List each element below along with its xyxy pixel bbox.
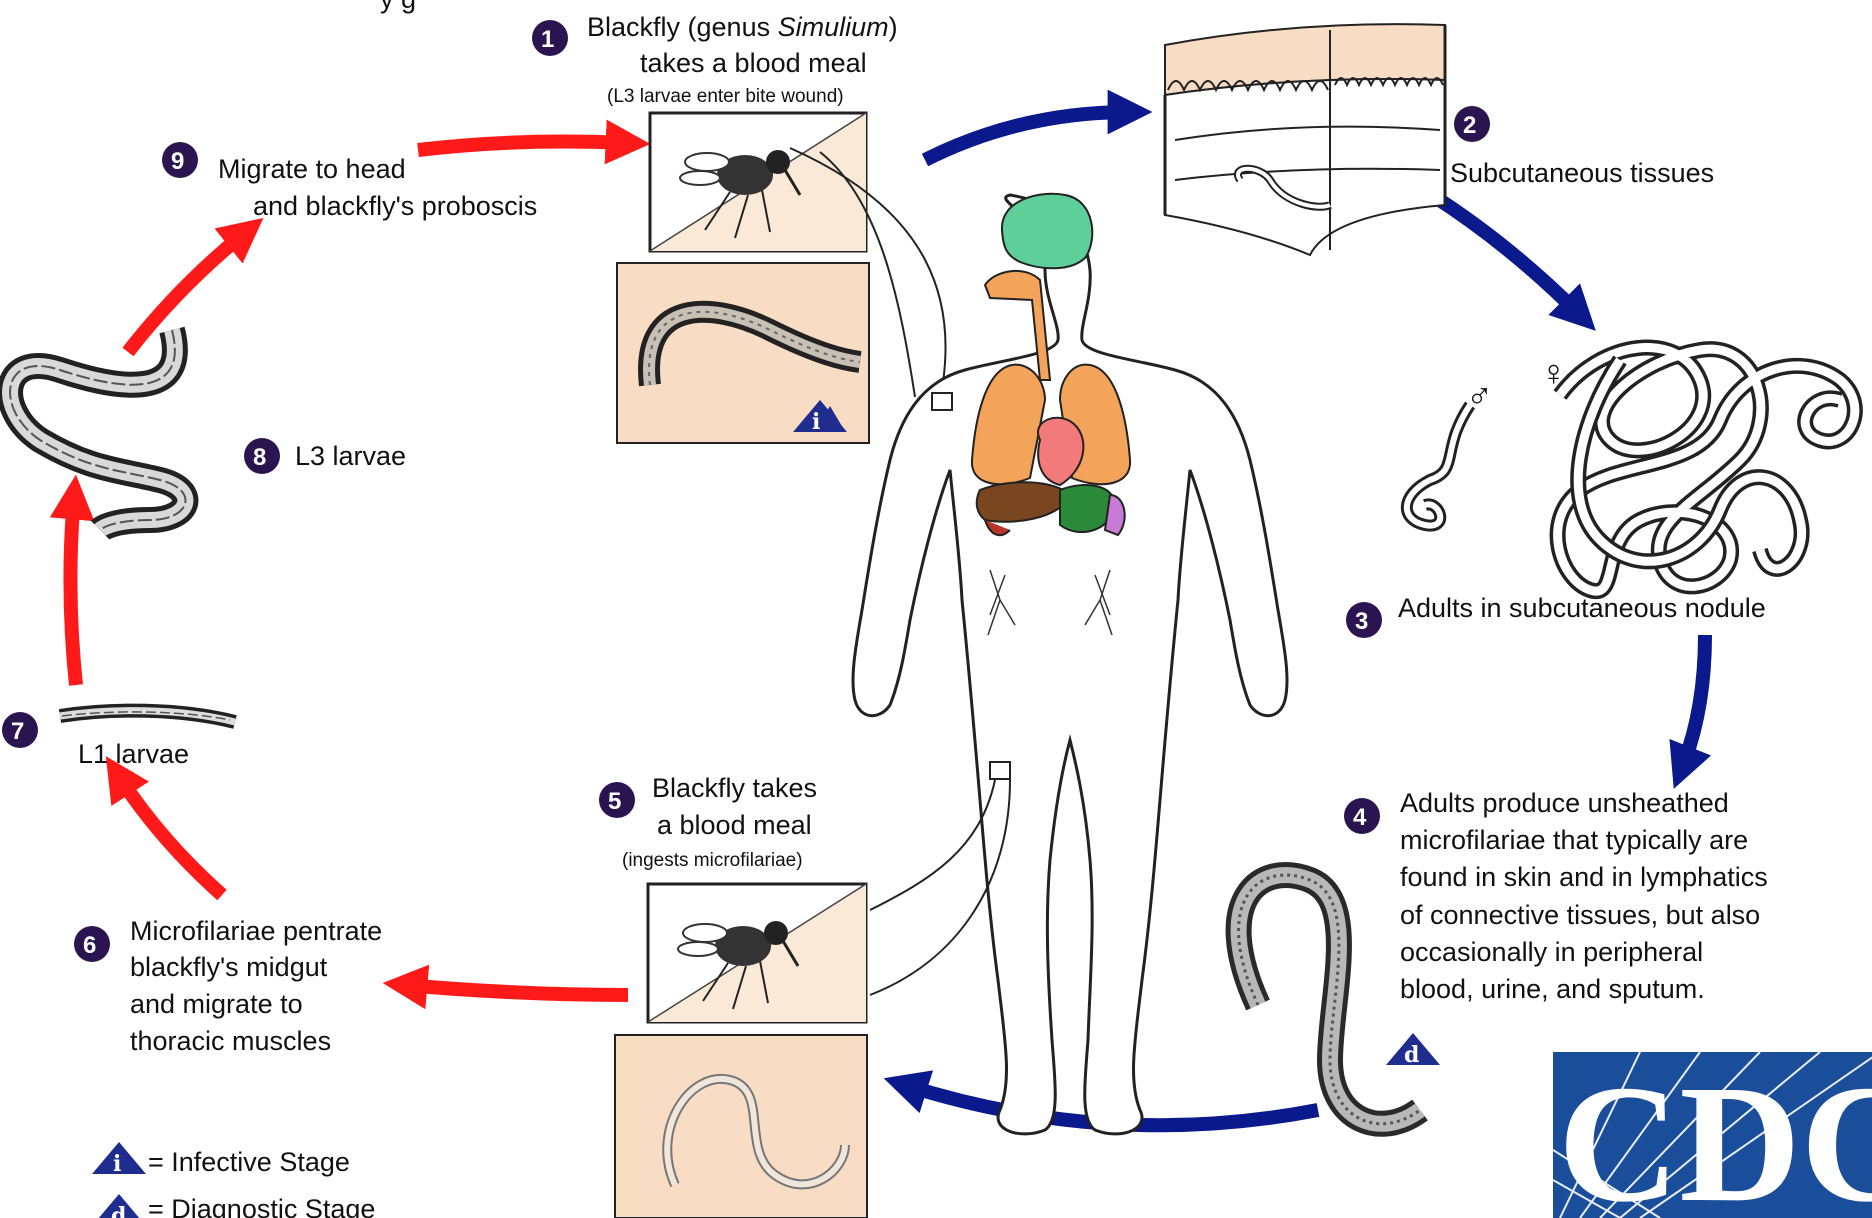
cdc-logo: CDC	[1553, 1051, 1872, 1218]
step-4: 4 Adults produce unsheathed microfilaria…	[1344, 788, 1768, 1004]
svg-text:6: 6	[83, 932, 96, 959]
step-1: 1 Blackfly (genus Simulium) takes a bloo…	[532, 12, 898, 107]
svg-text:3: 3	[1355, 608, 1368, 635]
arrow-9-to-1	[418, 142, 628, 150]
arrow-3-to-4	[1682, 635, 1705, 768]
l1-larva-drawing	[60, 711, 235, 722]
svg-text:takes a blood meal: takes a blood meal	[640, 48, 867, 78]
svg-text:Adults produce unsheathed: Adults produce unsheathed	[1400, 788, 1729, 818]
svg-text:5: 5	[608, 788, 621, 815]
svg-text:Subcutaneous tissues: Subcutaneous tissues	[1450, 158, 1714, 188]
step-3: 3 Adults in subcutaneous nodule	[1346, 593, 1766, 638]
blackfly-bite-inset-bottom	[648, 884, 866, 1022]
svg-text:i: i	[812, 409, 820, 435]
svg-text:blackfly's midgut: blackfly's midgut	[130, 952, 328, 982]
svg-text:thoracic muscles: thoracic muscles	[130, 1026, 331, 1056]
svg-text:of connective tissues, but al: of connective tissues, but also	[1400, 900, 1760, 930]
arrow-2-to-3	[1432, 195, 1580, 315]
svg-text:Microfilariae pentrate: Microfilariae pentrate	[130, 916, 382, 946]
step-2: 2 Subcutaneous tissues	[1450, 106, 1714, 188]
arrow-6-to-7	[118, 775, 222, 895]
vector-cycle-arrows	[70, 142, 628, 995]
svg-text:found in skin and in lymphatic: found in skin and in lymphatics	[1400, 862, 1768, 892]
svg-text:a blood meal: a blood meal	[657, 810, 812, 840]
svg-text:4: 4	[1353, 804, 1367, 831]
male-symbol: ♂	[1466, 375, 1493, 416]
svg-text:i: i	[113, 1151, 121, 1177]
step-7: 7 L1 larvae	[2, 712, 189, 769]
blackfly-bite-inset-top	[650, 113, 866, 251]
human-body-figure	[853, 194, 1287, 1134]
svg-text:occasionally in peripheral: occasionally in peripheral	[1400, 937, 1703, 967]
arrow-5-to-6	[405, 985, 628, 995]
svg-text:d: d	[111, 1203, 126, 1218]
svg-text:Migrate to head: Migrate to head	[218, 154, 406, 184]
svg-text:Adults in subcutaneous nodule: Adults in subcutaneous nodule	[1398, 593, 1766, 623]
step-5: 5 Blackfly takes a blood meal (ingests m…	[599, 773, 817, 871]
svg-text:8: 8	[253, 444, 266, 471]
svg-text:d: d	[1404, 1042, 1419, 1068]
svg-text:Blackfly takes: Blackfly takes	[652, 773, 817, 803]
svg-text:(L3 larvae enter bite wound): (L3 larvae enter bite wound)	[607, 86, 844, 107]
svg-text:CDC: CDC	[1558, 1051, 1872, 1218]
svg-text:and migrate to: and migrate to	[130, 989, 303, 1019]
svg-text:= Infective Stage: = Infective Stage	[148, 1147, 350, 1177]
svg-text:9: 9	[171, 148, 184, 175]
microfilaria-inset-bottom	[615, 1035, 867, 1218]
step-6: 6 Microfilariae pentrate blackfly's midg…	[74, 916, 382, 1056]
step-8: 8 L3 larvae	[244, 438, 406, 474]
svg-text:= Diagnostic Stage: = Diagnostic Stage	[148, 1194, 375, 1218]
svg-text:microfilariae that typically a: microfilariae that typically are	[1400, 825, 1748, 855]
svg-text:L3 larvae: L3 larvae	[295, 441, 406, 471]
svg-text:Blackfly (genus Simulium): Blackfly (genus Simulium)	[587, 12, 898, 42]
svg-text:(ingests microfilariae): (ingests microfilariae)	[622, 850, 803, 871]
l3-larva-drawing	[10, 330, 185, 530]
leader-line-bottom-a	[870, 780, 995, 910]
diagnostic-stage-triangle-step4: d	[1386, 1033, 1440, 1068]
svg-text:1: 1	[541, 26, 554, 53]
step-9: 9 Migrate to head and blackfly's probosc…	[162, 142, 537, 221]
adult-worms-nodule: ♂ ♀	[1407, 348, 1855, 592]
arrow-1-to-2	[925, 112, 1130, 160]
svg-text:blood, urine, and sputum.: blood, urine, and sputum.	[1400, 974, 1705, 1004]
microfilaria-drawing	[1239, 875, 1420, 1124]
skin-tissue-block	[1165, 24, 1445, 255]
legend-infective: i = Infective Stage	[92, 1142, 350, 1177]
svg-text:L1 larvae: L1 larvae	[78, 739, 189, 769]
svg-text:and blackfly's proboscis: and blackfly's proboscis	[253, 191, 537, 221]
legend-diagnostic: d = Diagnostic Stage	[92, 1194, 375, 1218]
brain	[1002, 194, 1092, 268]
arrow-7-to-8	[70, 497, 76, 685]
legend: i = Infective Stage d = Diagnostic Stage	[92, 1142, 375, 1218]
svg-text:7: 7	[11, 718, 24, 745]
title-fragment: y g	[380, 0, 416, 14]
arrow-8-to-9	[128, 232, 246, 352]
svg-text:2: 2	[1463, 112, 1476, 139]
